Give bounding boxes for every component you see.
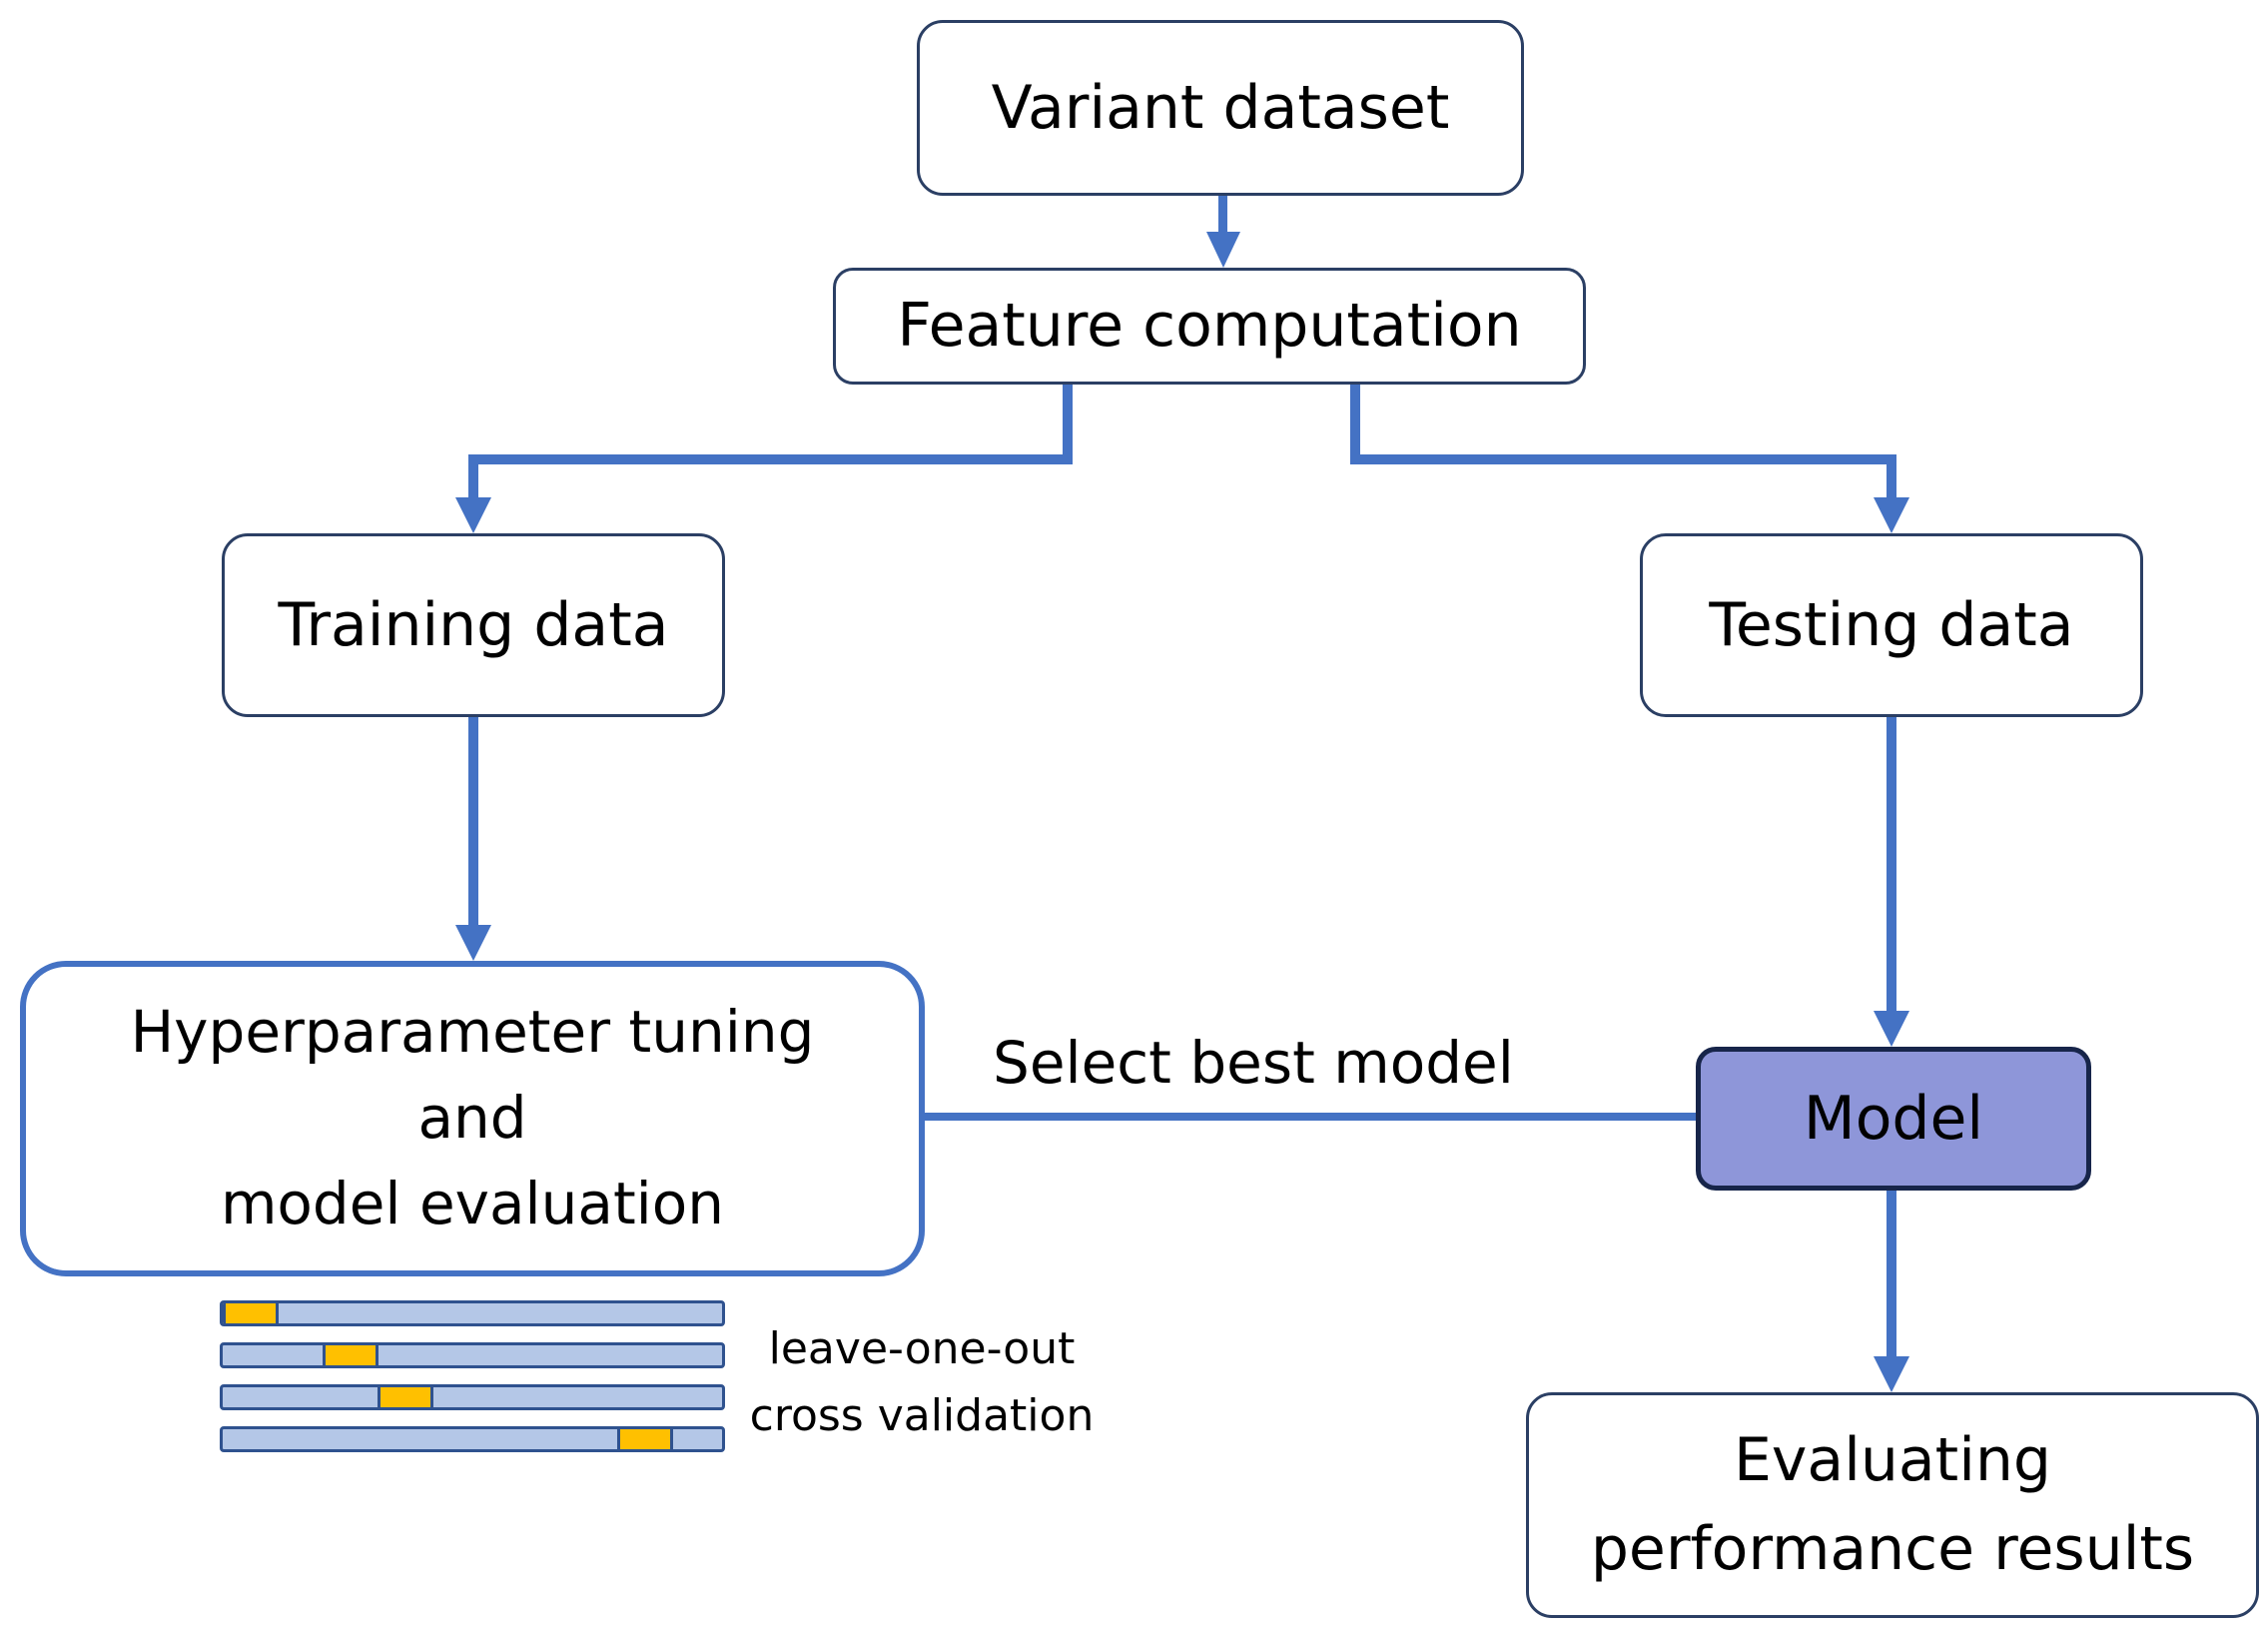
arrowhead-variant-to-feature (1206, 232, 1240, 268)
arrowhead-training-to-hyper (455, 925, 491, 961)
feature-computation-box: Feature computation (833, 268, 1586, 385)
cross-validation-label: leave-one-out cross validation (749, 1323, 1095, 1441)
evaluating-performance-label: Evaluating performance results (1590, 1425, 2195, 1584)
arrowhead-feature-to-testing (1874, 497, 1909, 533)
testing-data-label: Testing data (1709, 589, 2074, 660)
model-box: Model (1696, 1047, 2091, 1191)
model-label: Model (1803, 1083, 1984, 1154)
arrow-model-to-evaluating (1887, 1191, 1896, 1358)
cv-bar (220, 1342, 725, 1368)
cv-held-out-fold (223, 1303, 279, 1323)
arrowhead-feature-to-training (455, 497, 491, 533)
cv-held-out-fold (378, 1387, 433, 1407)
hyperparameter-tuning-label: Hyperparameter tuning and model evaluati… (130, 998, 815, 1237)
arrowhead-testing-to-model (1874, 1011, 1909, 1047)
arrow-hyper-to-model (925, 1113, 1699, 1121)
arrowhead-model-to-evaluating (1874, 1356, 1909, 1392)
arrow-variant-to-feature (1218, 196, 1227, 234)
variant-dataset-box: Variant dataset (917, 20, 1524, 196)
hyperparameter-tuning-box: Hyperparameter tuning and model evaluati… (20, 961, 925, 1276)
cv-held-out-fold (323, 1345, 378, 1365)
cv-bar (220, 1300, 725, 1326)
training-data-label: Training data (278, 589, 669, 660)
cv-held-out-fold (617, 1429, 673, 1449)
select-best-model-label: Select best model (993, 1029, 1514, 1097)
feature-computation-label: Feature computation (897, 291, 1522, 362)
testing-data-box: Testing data (1640, 533, 2143, 717)
training-data-box: Training data (222, 533, 725, 717)
arrow-feature-to-training (468, 385, 1073, 499)
evaluating-performance-box: Evaluating performance results (1526, 1392, 2259, 1618)
cv-bar (220, 1384, 725, 1410)
arrow-feature-to-testing (1350, 385, 1896, 499)
arrow-training-to-hyper (468, 717, 478, 927)
arrow-testing-to-model (1887, 717, 1896, 1013)
variant-dataset-label: Variant dataset (991, 72, 1450, 143)
cv-bar (220, 1426, 725, 1452)
